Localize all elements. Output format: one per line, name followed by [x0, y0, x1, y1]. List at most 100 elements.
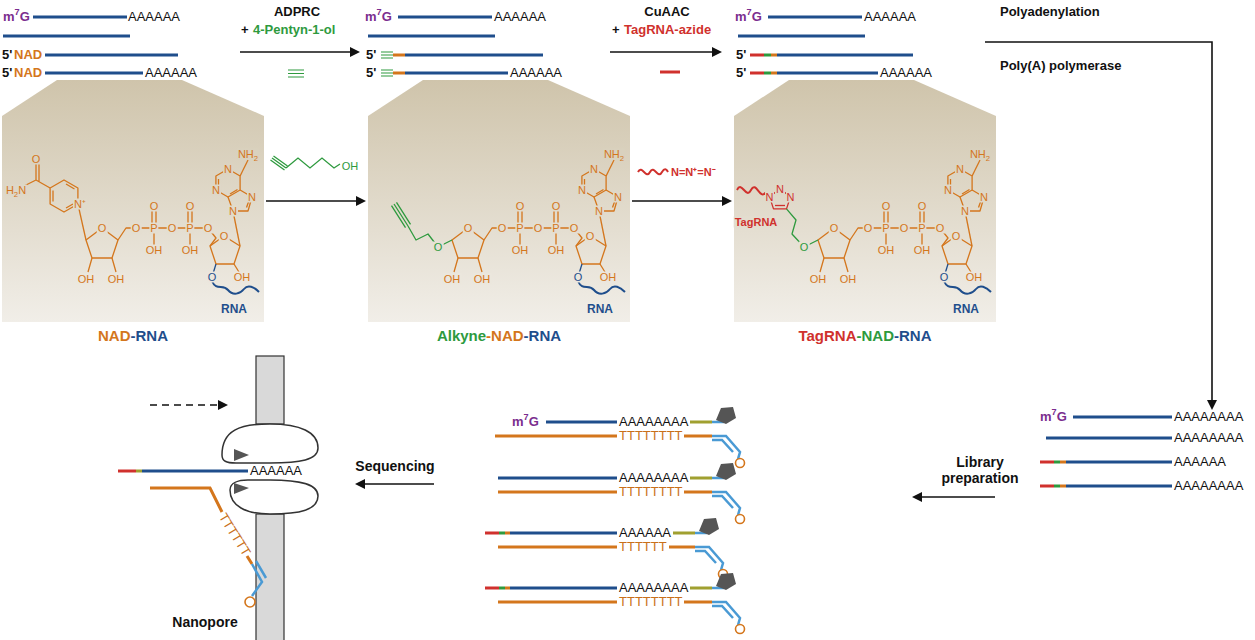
nanopore-setup-part: [252, 561, 266, 596]
process-arrows-part: [150, 404, 218, 406]
text-label: TagRNA-azide: [624, 23, 711, 38]
atom-label: O: [939, 272, 950, 283]
process-arrows-part: [985, 42, 1212, 400]
atom-label: P: [917, 223, 926, 234]
triazole-tag-part: [775, 205, 785, 206]
library-constructs-part: [495, 436, 712, 602]
text-label: AAAAAAAA: [1174, 410, 1243, 425]
text-label: m7G: [512, 415, 539, 430]
library-constructs-part: [485, 533, 499, 588]
text-label: AAAAAA: [128, 10, 180, 25]
nanopore-setup-part: [118, 470, 136, 473]
text-label: +: [612, 23, 620, 38]
nanopore-setup-part: [150, 488, 222, 512]
panel-fill: [734, 80, 996, 322]
structure-panel: TagRNA-NAD-RNATagRNANNNOOOHOHOPOPOOOOHOH…: [734, 80, 996, 322]
top-row-strands-part: [771, 55, 777, 73]
nanopore-setup-part: [256, 356, 284, 424]
chemical-structure-part: [452, 160, 625, 294]
script-digit: 2: [14, 190, 18, 199]
motor-proteins-part: [699, 518, 719, 535]
nicotinamide: [16, 159, 86, 240]
nanopore-setup: [118, 356, 318, 640]
text-label: AAAAAAAA: [1174, 479, 1243, 494]
arrowhead: [722, 196, 732, 206]
text-label: AAAAAA: [619, 526, 671, 541]
nanopore-setup-part: [234, 483, 249, 494]
atom-label: N: [955, 164, 965, 175]
atom-label: O: [551, 201, 562, 212]
text-label: NAD: [14, 66, 42, 81]
reagent-icons-part: [286, 158, 340, 168]
nanopore-setup-part: [136, 470, 142, 473]
title-part: -: [894, 327, 899, 344]
chemical-structure: [368, 80, 630, 322]
nanopore-setup-part: [245, 597, 255, 607]
text-label: m7G: [3, 10, 30, 25]
text-label: Poly(A) polymerase: [1000, 59, 1121, 74]
polyadenylated-rna-part: [1054, 462, 1060, 486]
title-part: Alkyne: [437, 327, 486, 344]
arrowheads-part: [912, 492, 922, 502]
atom-label: O: [463, 223, 474, 234]
script-digit: 2: [986, 154, 990, 163]
atom-label: O: [573, 272, 584, 283]
text-label: 5': [736, 66, 746, 81]
atom-label: P: [515, 223, 524, 234]
title-part: RNA: [529, 327, 562, 344]
atom-label: OH: [877, 245, 896, 256]
reagent-icons-part: [271, 156, 288, 170]
atom-label: O: [935, 223, 946, 234]
atom-label: N: [613, 192, 623, 203]
text-label: Library preparation: [934, 454, 1026, 486]
structure-panel: Alkyne-NAD-RNAOOOHOHOPOPOOOOHOHONNNNNH2O…: [368, 80, 630, 322]
panel-shape: [368, 80, 630, 322]
atom-label: O: [515, 201, 526, 212]
library-constructs-part: [695, 533, 723, 570]
title-part: -: [486, 327, 491, 344]
nanopore-setup-part: [142, 470, 248, 473]
script-digit: 7: [524, 412, 529, 422]
text-label: TTTTTT: [215, 511, 253, 559]
top-row-strands-part: [750, 55, 764, 73]
library-constructs-part: [498, 422, 617, 588]
atom-label: RNA: [586, 303, 614, 315]
text-label: AAAAAA: [145, 66, 197, 81]
atom-label: P: [881, 223, 890, 234]
atom-label: O: [203, 223, 214, 234]
reaction-arrow: [266, 196, 366, 206]
atom-label: O: [219, 231, 230, 242]
text-label: AAAAAA: [494, 10, 546, 25]
text-label: 4-Pentyn-1-ol: [253, 23, 335, 38]
title-part: RNA: [136, 327, 169, 344]
text-label: m7G: [735, 10, 762, 25]
atom-label: OH: [599, 272, 618, 283]
atom-label: TagRNA: [734, 217, 779, 228]
atom-label: P: [185, 223, 194, 234]
title-part: NAD: [491, 327, 524, 344]
process-arrows-part: [922, 496, 995, 498]
text-label: N=N⁺=N⁻: [671, 166, 716, 179]
atom-label: OH: [839, 274, 858, 285]
text-label: AAAAAAAA: [619, 471, 688, 486]
chemical-structure-part: [818, 160, 991, 294]
atom-label: OH: [473, 274, 492, 285]
script-digit: 7: [747, 7, 752, 17]
atom-label: NH2: [969, 149, 991, 160]
process-arrows-part: [365, 483, 434, 485]
atom-label: N⁺: [73, 199, 87, 210]
arrowheads-part: [1207, 400, 1217, 410]
atom-label: O: [433, 242, 444, 253]
atom-label: H2N: [5, 185, 27, 196]
atom-label: N: [577, 185, 587, 196]
text-label: 5': [366, 48, 376, 63]
arrowhead: [356, 196, 366, 206]
nanopore-setup-part: [222, 424, 318, 463]
nanopore-setup-part: [247, 556, 252, 564]
reaction-arrow: [632, 196, 732, 206]
atom-label: OH: [913, 245, 932, 256]
panel-fill: [2, 80, 264, 322]
arrow-line: [266, 200, 357, 202]
arrowheads-part: [350, 47, 360, 57]
text-label: 5': [2, 48, 12, 63]
